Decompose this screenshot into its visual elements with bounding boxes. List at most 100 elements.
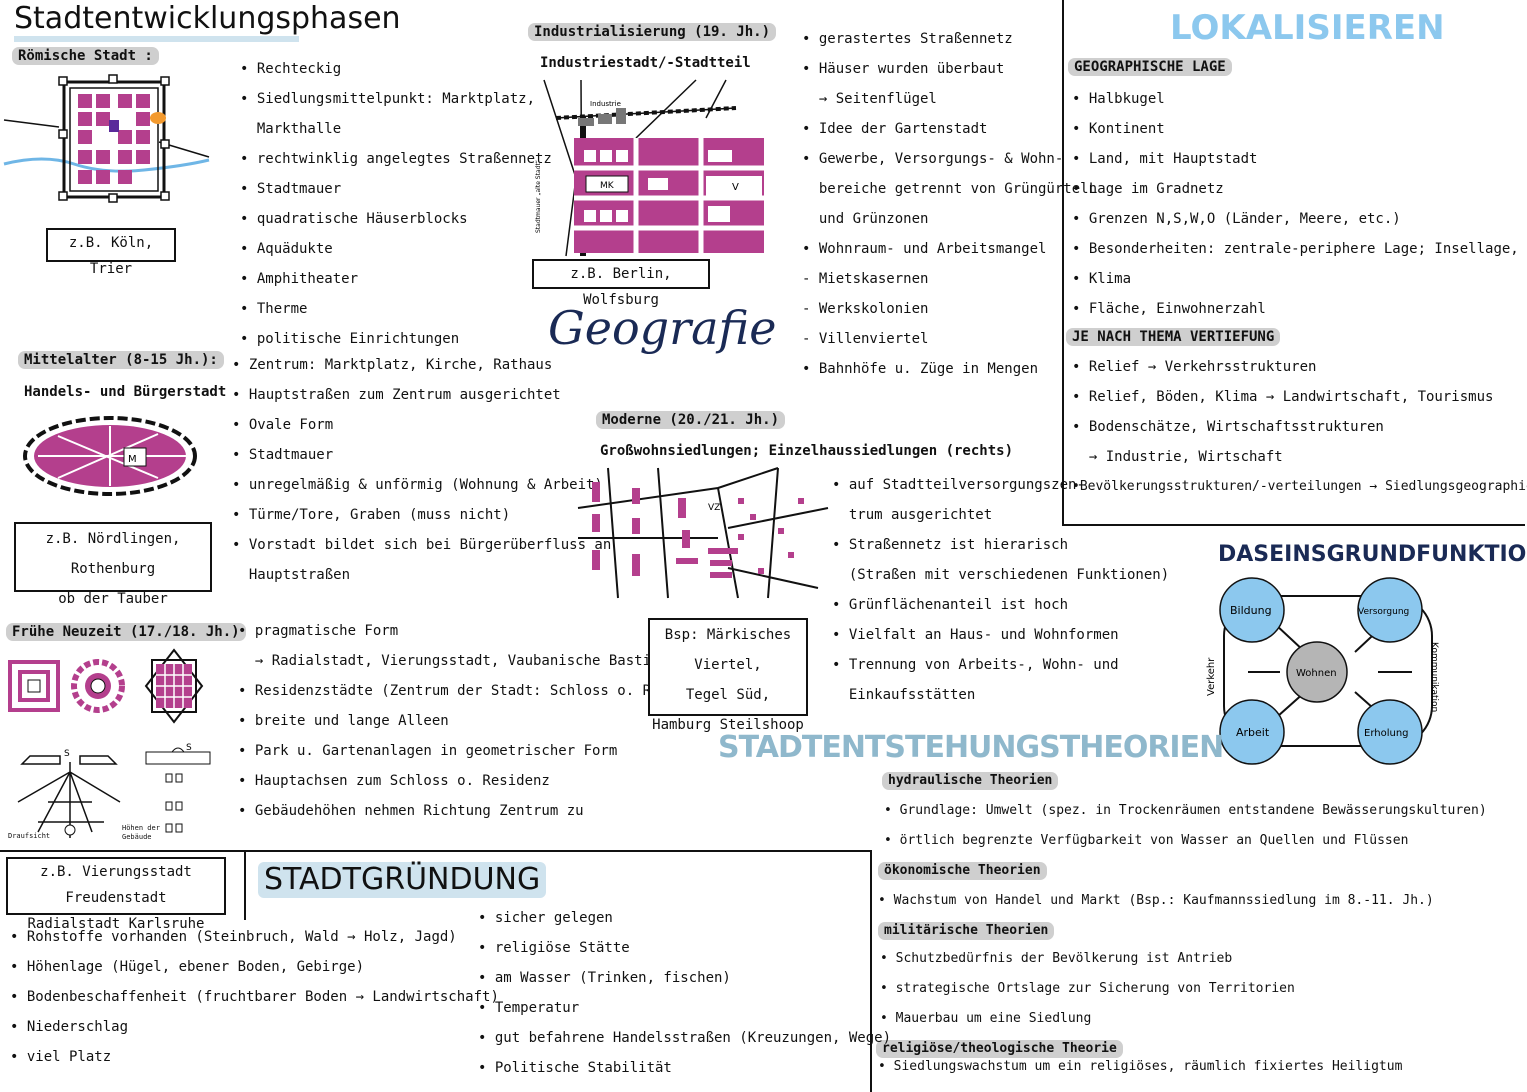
list-item: • örtlich begrenzte Verfügbarkeit von Wa… (884, 833, 1409, 848)
list-item: • Temperatur (478, 1000, 580, 1016)
gruendung-left-list: • Rohstoffe vorhanden (Steinbruch, Wald … (10, 922, 499, 1072)
list-item: • Häuser wurden überbaut (802, 61, 1005, 77)
list-item: - Werkskolonien (802, 301, 929, 317)
theorien-religious: religiöse/theologische Theorie (876, 1040, 1123, 1058)
medieval-example-line2: ob der Tauber (58, 591, 168, 607)
lokalisieren-vertiefung-list: • Relief → Verkehrsstrukturen • Relief, … (1072, 352, 1527, 502)
industrial-subheading: Industriestadt/-Stadtteil (540, 55, 751, 71)
medieval-subheading: Handels- und Bürgerstadt (24, 384, 227, 400)
modern-list: • auf Stadtteilversorgungszen- trum ausg… (832, 470, 1169, 710)
list-item: • Vorstadt bildet sich bei Bürgerüberflu… (232, 537, 612, 553)
roman-list: • Rechteckig • Siedlungsmittelpunkt: Mar… (240, 54, 552, 354)
list-item: • gut befahrene Handelsstraßen (Kreuzung… (478, 1030, 892, 1046)
list-item: • Relief, Böden, Klima → Landwirtschaft,… (1072, 389, 1494, 405)
list-item: • Klima (1072, 271, 1132, 287)
lokalisieren-title: LOKALISIEREN (1170, 8, 1445, 48)
list-item: • Park u. Gartenanlagen in geometrischer… (238, 743, 618, 759)
list-item: • strategische Ortslage zur Sicherung vo… (880, 981, 1295, 996)
lokalisieren-lage-list: • Halbkugel • Kontinent • Land, mit Haup… (1072, 84, 1527, 324)
list-item: • Relief → Verkehrsstrukturen (1072, 359, 1317, 375)
medieval-example-line1: z.B. Nördlingen, Rothenburg (45, 531, 181, 577)
modern-subheading: Großwohnsiedlungen; Einzelhaussiedlungen… (600, 443, 1014, 459)
list-item: • Land, mit Hauptstadt (1072, 151, 1258, 167)
medieval-city-map: M (23, 416, 197, 496)
list-item: • Therme (240, 301, 308, 317)
list-item: • Wohnraum- und Arbeitsmangel (802, 241, 1047, 257)
list-item: • Politische Stabilität (478, 1060, 672, 1076)
page-title: Stadtentwicklungsphasen (14, 1, 401, 36)
early-modern-shapes (8, 648, 204, 724)
list-item: • Vielfalt an Haus- und Wohnformen (832, 627, 1119, 643)
early-modern-example-line2: Radialstadt Karlsruhe (27, 916, 205, 932)
list-item: • Besonderheiten: zentrale-periphere Lag… (1072, 241, 1527, 257)
theorien-hydraulic-list: • Grundlage: Umwelt (spez. in Trockenräu… (884, 796, 1487, 856)
industrial-example: z.B. Berlin, Wolfsburg (532, 259, 710, 308)
list-item: • Stadtmauer (240, 181, 342, 197)
list-item: bereiche getrennt von Grüngürteln (818, 181, 1098, 197)
list-item: • Höhenlage (Hügel, ebener Boden, Gebirg… (10, 959, 365, 975)
modern-example-line2: Tegel Süd, (685, 687, 771, 703)
industrial-map-industrie: Industrie (590, 100, 621, 108)
geografie-title: Geografie (548, 301, 777, 355)
list-item: • Halbkugel (1072, 91, 1165, 107)
list-item: • Gewerbe, Versorgungs- & Wohn- (802, 151, 1064, 167)
list-item: • Siedlungsmittelpunkt: Marktplatz, (240, 91, 536, 107)
list-item: • Bahnhöfe u. Züge in Mengen (802, 361, 1039, 377)
medieval-list: • Zentrum: Marktplatz, Kirche, Rathaus •… (232, 350, 611, 590)
list-item: • viel Platz (10, 1049, 112, 1065)
list-item: •Bevölkerungsstrukturen/-verteilungen → … (1072, 479, 1527, 494)
list-item: Markthalle (256, 121, 342, 137)
list-item: • Trennung von Arbeits-, Wohn- und (832, 657, 1119, 673)
list-item: • Hauptachsen zum Schloss o. Residenz (238, 773, 550, 789)
daseins-wohnen: Wohnen (1296, 668, 1337, 679)
list-item: • unregelmäßig & unförmig (Wohnung & Arb… (232, 477, 603, 493)
list-item: • Rechteckig (240, 61, 342, 77)
early-modern-heading: Frühe Neuzeit (17./18. Jh.) (6, 623, 246, 641)
daseins-verkehr: Verkehr (1206, 657, 1217, 696)
list-item: • Mauerbau um eine Siedlung (880, 1011, 1092, 1026)
list-item: • gerastertes Straßennetz (802, 31, 1013, 47)
lokalisieren-heading-vertiefung: JE NACH THEMA VERTIEFUNG (1066, 328, 1281, 346)
gruendung-title: STADTGRÜNDUNG (258, 862, 547, 898)
list-item: - Mietskasernen (802, 271, 929, 287)
daseins-diagram: Bildung Versorgung Wohnen Arbeit Erholun… (1206, 577, 1439, 765)
list-item: • auf Stadtteilversorgungszen- (832, 477, 1085, 493)
industrial-map-v: V (732, 182, 739, 193)
list-item: • Aquädukte (240, 241, 333, 257)
list-item: • Schutzbedürfnis der Bevölkerung ist An… (880, 951, 1233, 966)
daseins-bildung: Bildung (1230, 604, 1272, 617)
daseins-erholung: Erholung (1364, 728, 1409, 739)
list-item: • Zentrum: Marktplatz, Kirche, Rathaus (232, 357, 553, 373)
theorien-economic-list: • Wachstum von Handel und Markt (Bsp.: K… (878, 886, 1434, 916)
list-item: • politische Einrichtungen (240, 331, 460, 347)
early-modern-example: z.B. Vierungsstadt Freudenstadt Radialst… (6, 857, 226, 932)
list-item: → Industrie, Wirtschaft (1088, 449, 1283, 465)
lokalisieren-heading-lage: GEOGRAPHISCHE LAGE (1068, 58, 1232, 76)
list-item: • Straßennetz ist hierarisch (832, 537, 1069, 553)
list-item: • Idee der Gartenstadt (802, 121, 988, 137)
list-item: Einkaufsstätten (848, 687, 976, 703)
list-item: → Seitenflügel (818, 91, 937, 107)
title-underline (14, 36, 299, 42)
list-item: • Siedlungswachstum um ein religiöses, r… (878, 1059, 1403, 1074)
list-item: • quadratische Häuserblocks (240, 211, 468, 227)
roman-city-map (3, 74, 210, 203)
industrial-heading: Industrialisierung (19. Jh.) (528, 23, 777, 41)
gruendung-frame (0, 850, 872, 1092)
list-item: • Lage im Gradnetz (1072, 181, 1224, 197)
theorien-economic: ökonomische Theorien (878, 862, 1047, 880)
theorien-military-list: • Schutzbedürfnis der Bevölkerung ist An… (880, 944, 1295, 1034)
lokalisieren-frame (1062, 0, 1525, 526)
industrial-map-mk: MK (600, 181, 615, 191)
list-item: • Grundlage: Umwelt (spez. in Trockenräu… (884, 803, 1487, 818)
early-modern-sketch: S S (17, 743, 211, 838)
list-item: • religiöse Stätte (478, 940, 630, 956)
list-item: • Niederschlag (10, 1019, 129, 1035)
modern-example: Bsp: Märkisches Viertel, Tegel Süd, Hamb… (648, 618, 808, 733)
list-item: trum ausgerichtet (848, 507, 993, 523)
modern-example-line1: Bsp: Märkisches Viertel, (664, 627, 792, 673)
roman-example: z.B. Köln, Trier (46, 228, 176, 277)
theorien-military: militärische Theorien (878, 922, 1055, 940)
early-modern-example-line1: z.B. Vierungsstadt Freudenstadt (40, 864, 192, 906)
medieval-example: z.B. Nördlingen, Rothenburg ob der Taube… (14, 522, 212, 607)
